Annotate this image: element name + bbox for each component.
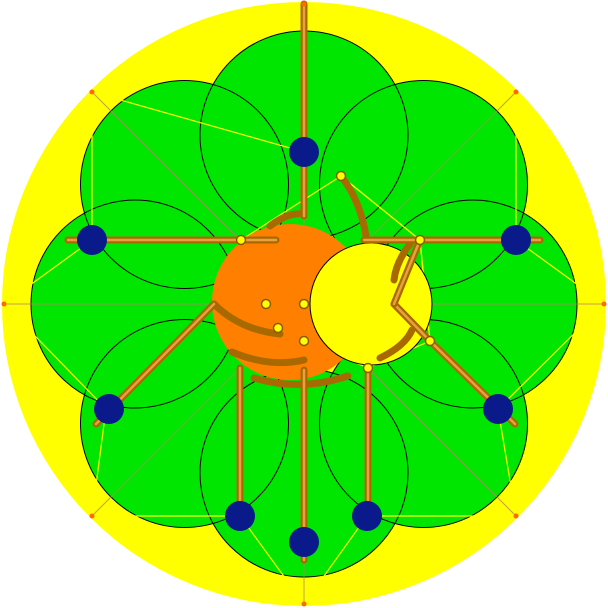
blue-token[interactable] xyxy=(501,225,531,255)
joint-layer xyxy=(235,170,436,374)
blue-token[interactable] xyxy=(483,394,513,424)
rim-marker xyxy=(601,301,607,307)
rim-marker xyxy=(89,89,95,95)
pivot-joint[interactable] xyxy=(272,322,284,334)
rim-marker xyxy=(1,301,7,307)
guide-path xyxy=(3,3,605,606)
token-layer xyxy=(77,137,531,557)
track-arc xyxy=(337,172,370,240)
rim-marker xyxy=(513,89,519,95)
track-arc xyxy=(376,326,416,362)
track-arc xyxy=(228,348,308,367)
petal-outline xyxy=(79,319,289,529)
rim-marker xyxy=(301,1,307,7)
pivot-joint[interactable] xyxy=(362,362,374,374)
blue-token[interactable] xyxy=(94,394,124,424)
track-arc xyxy=(390,240,414,284)
blue-token[interactable] xyxy=(289,137,319,167)
center-hub xyxy=(212,224,433,380)
pivot-joint[interactable] xyxy=(335,170,347,182)
rod-core xyxy=(392,238,422,306)
rod-core xyxy=(392,302,432,343)
track-arc xyxy=(210,300,284,338)
blue-token[interactable] xyxy=(225,501,255,531)
petal-outline xyxy=(79,79,289,289)
pivot-joint[interactable] xyxy=(424,335,436,347)
pivot-joint[interactable] xyxy=(260,298,272,310)
blue-token[interactable] xyxy=(352,501,382,531)
rim-marker xyxy=(301,601,307,607)
blue-token[interactable] xyxy=(77,225,107,255)
rim-marker xyxy=(513,513,519,519)
pivot-joint[interactable] xyxy=(235,234,247,246)
rim-marker xyxy=(89,513,95,519)
pivot-joint[interactable] xyxy=(414,234,426,246)
blue-token[interactable] xyxy=(289,527,319,557)
pivot-joint[interactable] xyxy=(298,335,310,347)
pivot-joint[interactable] xyxy=(298,298,310,310)
